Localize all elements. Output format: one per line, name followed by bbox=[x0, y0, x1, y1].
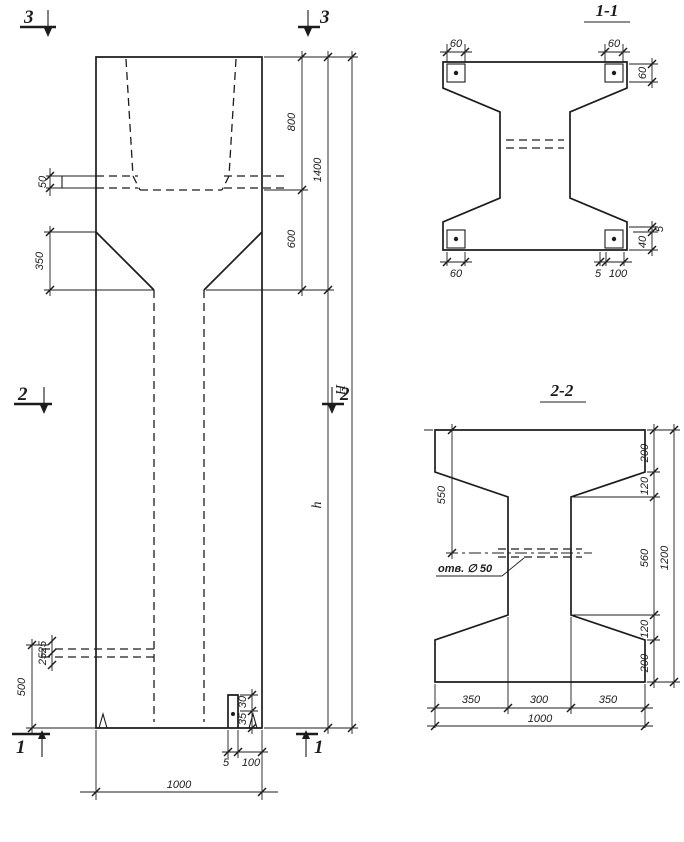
dim-label-slot-upper: 25 bbox=[37, 640, 49, 654]
anchor-dot bbox=[611, 236, 617, 242]
anchor-dot bbox=[231, 712, 235, 716]
extension-lines-bottom bbox=[95, 730, 263, 800]
dim-label-angle-right: 60 bbox=[608, 38, 621, 50]
dim-label-angle-left: 60 bbox=[450, 38, 463, 50]
dim-label-plate-a: 30 bbox=[237, 695, 249, 708]
dim-lines-bottom bbox=[80, 751, 278, 793]
svg-text:2: 2 bbox=[339, 384, 350, 405]
dim-label-total-height: H bbox=[334, 384, 349, 396]
section-mark-1-left: 1 bbox=[12, 730, 50, 758]
dim-label-shaft-height: h bbox=[310, 502, 325, 509]
taper-edges bbox=[95, 231, 263, 291]
dim-label-taper-bottom: 120 bbox=[639, 619, 651, 638]
base-vent-right bbox=[248, 711, 258, 729]
dim-label-angle-bottom: 60 bbox=[450, 268, 463, 280]
base-plate bbox=[227, 694, 239, 728]
socket-hidden-edges bbox=[125, 58, 237, 191]
svg-text:1: 1 bbox=[314, 737, 324, 758]
section-1-1-title: 1-1 bbox=[596, 1, 619, 20]
dim-label-column-width: 1000 bbox=[167, 779, 192, 791]
dim-label-flange-top: 200 bbox=[639, 443, 651, 463]
dim-label-edge-a: 5 bbox=[654, 225, 666, 232]
dim-label-upper-total: 1400 bbox=[312, 157, 324, 182]
dim-label-total-height: 1200 bbox=[659, 545, 671, 570]
dim-label-section-width: 1000 bbox=[528, 713, 553, 725]
svg-text:3: 3 bbox=[23, 7, 34, 28]
extension-lines-right bbox=[206, 56, 358, 729]
svg-text:1: 1 bbox=[16, 737, 26, 758]
base-slot-hidden bbox=[42, 648, 154, 658]
section-2-2-title: 2-2 bbox=[550, 381, 574, 400]
dim-label-bottom-center: 300 bbox=[530, 694, 549, 706]
corner-angle-tl bbox=[446, 63, 466, 83]
dim-label-bottom-left: 350 bbox=[462, 694, 481, 706]
corner-angle-tr bbox=[604, 63, 624, 83]
section-1-1-dim-lines bbox=[440, 44, 658, 266]
section-1-1-outline bbox=[442, 61, 628, 251]
dim-label-plate-width: 100 bbox=[242, 757, 261, 769]
hole-leader bbox=[501, 557, 525, 577]
svg-text:2: 2 bbox=[17, 384, 28, 405]
dim-label-bottom-right: 350 bbox=[599, 694, 618, 706]
dim-label-angle-height: 60 bbox=[637, 66, 649, 79]
anchor-dot bbox=[611, 70, 617, 76]
dim-label-base-zone: 500 bbox=[16, 677, 28, 696]
section-1-1: 1-1 60 60 60 60 5 100 5 40 bbox=[440, 1, 666, 280]
dim-label-top-to-hole: 550 bbox=[436, 485, 448, 504]
dim-label-plate-width: 100 bbox=[609, 268, 628, 280]
dim-label-taper-height: 350 bbox=[34, 251, 46, 270]
hole-hidden-lines bbox=[498, 548, 582, 558]
dim-lines-right bbox=[251, 51, 353, 734]
dim-label-plate-thickness: 5 bbox=[223, 757, 230, 769]
dim-label-taper-zone: 600 bbox=[286, 229, 298, 248]
svg-text:3: 3 bbox=[319, 7, 330, 28]
dim-label-plate-gap: 5 bbox=[595, 268, 602, 280]
dim-label-edge-b: 40 bbox=[637, 235, 649, 248]
section-2-2: 2-2 отв. ∅ 50 550 200 120 560 120 200 12… bbox=[424, 381, 680, 731]
section-mark-3-right: 3 bbox=[298, 7, 330, 37]
corner-angle-br bbox=[604, 229, 624, 249]
hole-hidden-lines bbox=[506, 139, 564, 149]
section-mark-1-right: 1 bbox=[296, 730, 324, 758]
dim-label-taper-top: 120 bbox=[639, 476, 651, 495]
extension-lines-left bbox=[26, 175, 154, 729]
socket-tab-left bbox=[61, 175, 96, 189]
dim-label-flange-bottom: 200 bbox=[639, 653, 651, 673]
section-mark-2-left: 2 bbox=[14, 384, 52, 414]
web-hidden-edges bbox=[153, 290, 205, 722]
socket-tab-hidden bbox=[96, 175, 284, 189]
hole-label: отв. ∅ 50 bbox=[438, 563, 493, 575]
dim-label-socket-depth: 800 bbox=[286, 112, 298, 131]
section-mark-3-left: 3 bbox=[20, 7, 56, 37]
column-outline bbox=[95, 56, 263, 729]
anchor-dot bbox=[453, 236, 459, 242]
section-mark-2-right: 2 bbox=[322, 384, 350, 414]
dim-label-tab-thickness: 50 bbox=[37, 175, 49, 188]
dim-label-web-height: 560 bbox=[639, 548, 651, 567]
dim-lines-left bbox=[31, 168, 53, 734]
anchor-dot bbox=[453, 70, 459, 76]
dim-label-plate-b: 35 bbox=[237, 712, 249, 725]
base-vent-left bbox=[98, 711, 108, 729]
dim-label-slot-lower: 25 bbox=[37, 652, 49, 666]
corner-angle-bl bbox=[446, 229, 466, 249]
section-2-2-outline bbox=[434, 429, 646, 683]
elevation-view: 50 350 25 25 500 800 600 1400 h H 30 35 … bbox=[12, 7, 358, 800]
